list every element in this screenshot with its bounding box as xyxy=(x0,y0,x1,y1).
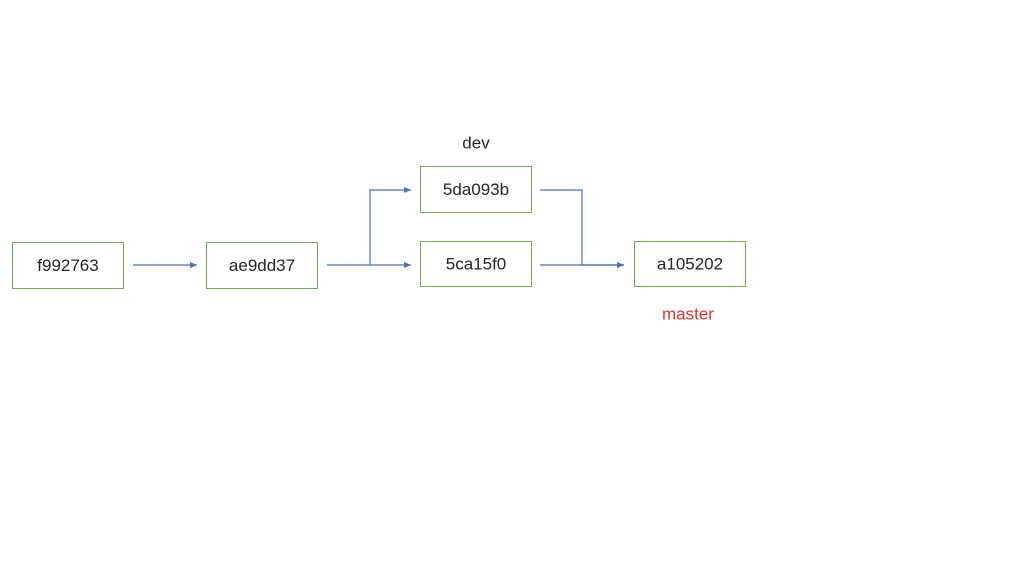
commit-label: f992763 xyxy=(37,256,98,275)
commit-node-f992763: f992763 xyxy=(12,242,124,289)
edge-c2-c3 xyxy=(327,187,411,266)
commit-box xyxy=(12,242,124,289)
commit-node-ae9dd37: ae9dd37 xyxy=(206,242,318,289)
branch-label-dev: dev xyxy=(462,134,490,153)
edges xyxy=(133,187,624,268)
commit-box xyxy=(420,166,532,213)
commit-label: a105202 xyxy=(657,255,723,274)
commit-node-a105202: a105202 xyxy=(634,241,746,287)
commit-node-5ca15f0: 5ca15f0 xyxy=(420,241,532,287)
commit-box xyxy=(420,241,532,287)
commit-box xyxy=(634,241,746,287)
commit-label: ae9dd37 xyxy=(229,256,295,275)
commit-label: 5da093b xyxy=(443,180,509,199)
commit-node-5da093b: 5da093b xyxy=(420,166,532,213)
branch-label-master: master xyxy=(662,305,714,324)
commit-box xyxy=(206,242,318,289)
edge-c3-c5 xyxy=(540,189,624,268)
commit-label: 5ca15f0 xyxy=(446,255,507,274)
